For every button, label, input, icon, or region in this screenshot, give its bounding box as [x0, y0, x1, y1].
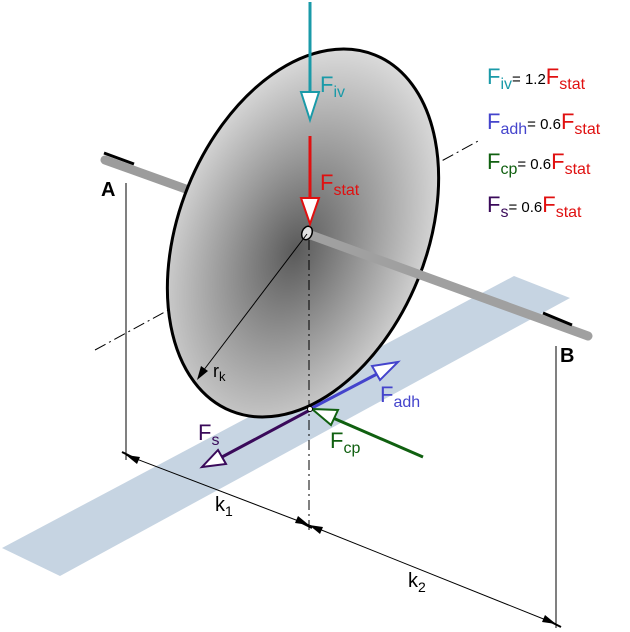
legend-item-fiv: Fiv= 1.2Fstat [487, 64, 586, 93]
label-fadh: Fadh [380, 382, 420, 411]
fstat-arrow-head [299, 197, 321, 228]
fadh-arrow-head [370, 360, 401, 382]
label-fs: Fs [198, 420, 219, 449]
axle-right [303, 229, 593, 341]
dimension-k2-arrow-start [309, 525, 323, 534]
dimension-k1-arrow-start [126, 455, 140, 464]
label-fcp: Fcp [330, 428, 360, 457]
axle-centerline [94, 139, 481, 351]
label-fiv: Fiv [320, 72, 345, 101]
label-k2: k2 [408, 570, 426, 595]
fs-arrow-head [199, 448, 228, 469]
wheel-hub [300, 225, 314, 241]
radius-arrow [197, 366, 208, 380]
label-rk: rk [213, 361, 226, 384]
fcp-arrow-shaft [332, 416, 424, 459]
radius-line [199, 233, 308, 376]
bearing-a-mark [103, 151, 135, 166]
label-k1: k1 [215, 494, 233, 519]
legend: Fiv= 1.2Fstat Fadh= 0.6Fstat Fcp= 0.6Fst… [487, 64, 601, 221]
label-point-a: A [101, 179, 115, 201]
dimension-k2 [308, 524, 557, 625]
fiv-arrow-head [299, 91, 321, 124]
fcp-arrow-head [309, 407, 340, 427]
bearing-b-mark [542, 311, 573, 327]
fs-arrow-shaft [221, 408, 311, 459]
label-point-b: B [560, 345, 574, 367]
ground-strip [2, 276, 570, 576]
legend-item-fadh: Fadh= 0.6Fstat [487, 109, 601, 138]
dimension-k2-arrow-end [542, 615, 556, 624]
contact-point [307, 406, 313, 412]
dimension-k1-arrow-end [295, 516, 309, 525]
legend-item-fs: Fs= 0.6Fstat [487, 192, 582, 221]
legend-item-fcp: Fcp= 0.6Fstat [487, 149, 591, 178]
dimension-k1 [125, 454, 310, 526]
fadh-arrow-shaft [311, 372, 378, 410]
label-fstat: Fstat [320, 170, 360, 199]
